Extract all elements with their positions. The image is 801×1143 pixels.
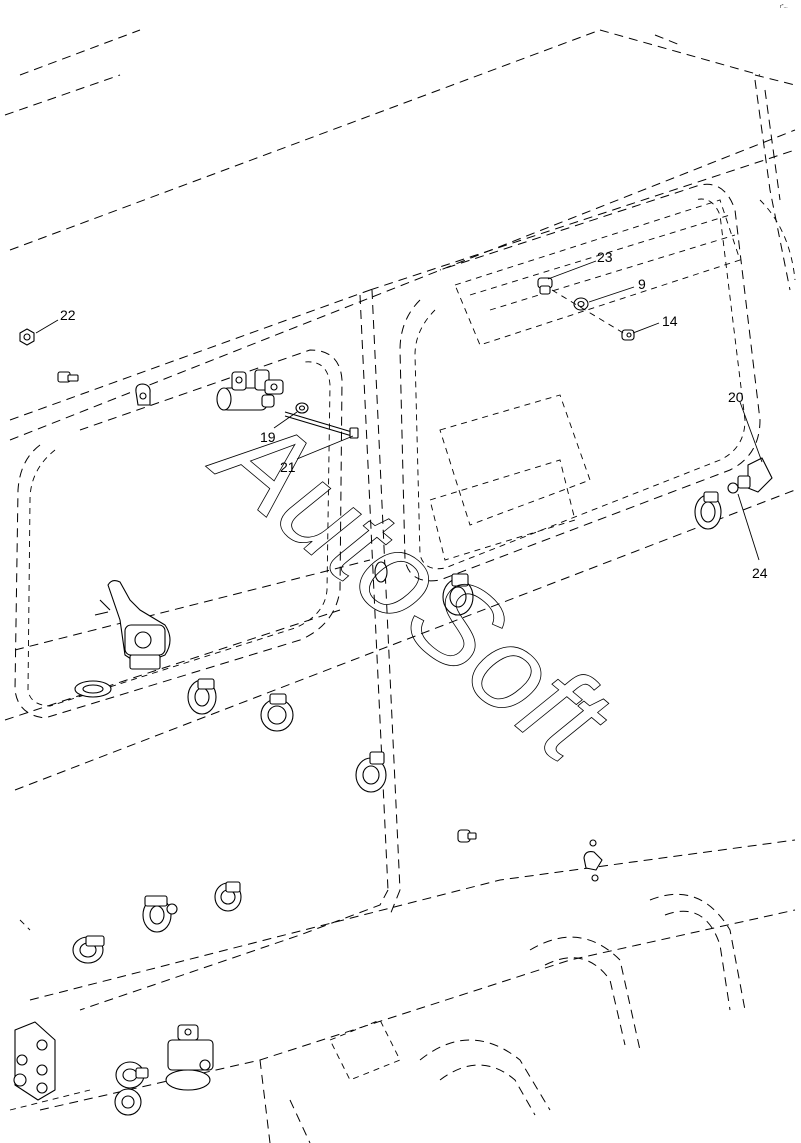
fitting-middle <box>457 829 477 843</box>
relay-valve <box>165 1024 214 1091</box>
washer-9 <box>573 297 589 311</box>
clip-center <box>374 561 388 583</box>
callout-19: 19 <box>260 429 276 445</box>
parts <box>13 277 773 1116</box>
watermark-text: AutoSoft <box>189 383 636 788</box>
coupling-head <box>94 579 171 670</box>
fitting-23 <box>537 277 553 295</box>
callout-22: 22 <box>60 307 76 323</box>
hose-clamp-f <box>142 895 178 933</box>
hose-clamp-c <box>260 693 294 732</box>
hose-clamp-right <box>694 491 722 530</box>
hose-clamp-g <box>72 935 105 964</box>
corner-mark: r"... <box>780 4 788 10</box>
hose-clamp-b <box>187 678 217 715</box>
callout-9: 9 <box>638 276 646 292</box>
nut-22 <box>19 328 35 346</box>
callout-21: 21 <box>280 459 296 475</box>
callout-23: 23 <box>597 249 613 265</box>
screw-14 <box>621 329 635 341</box>
hose-clamp-a <box>74 680 112 698</box>
valve-block <box>13 1021 56 1101</box>
callouts: 22 23 9 14 19 21 20 24 <box>60 249 768 581</box>
phantom-outlines <box>4 29 796 1143</box>
watermark: AutoSoft <box>188 383 636 789</box>
hose-clamp-bottom <box>114 1061 149 1116</box>
fitting-left-upper <box>57 371 79 383</box>
leader-lines <box>35 260 763 561</box>
hose-clamp-e <box>214 881 242 912</box>
callout-24: 24 <box>752 565 768 581</box>
washer-19 <box>295 402 309 414</box>
callout-14: 14 <box>662 313 678 329</box>
connector-20 <box>727 457 773 494</box>
hose-clamp-d <box>355 751 387 793</box>
valve-assembly-19 <box>216 369 284 411</box>
callout-20: 20 <box>728 389 744 405</box>
clip-left-upper <box>135 383 151 406</box>
hose-clamp-center <box>442 573 474 616</box>
bolt-21 <box>284 411 359 439</box>
fitting-right-middle <box>583 839 603 882</box>
